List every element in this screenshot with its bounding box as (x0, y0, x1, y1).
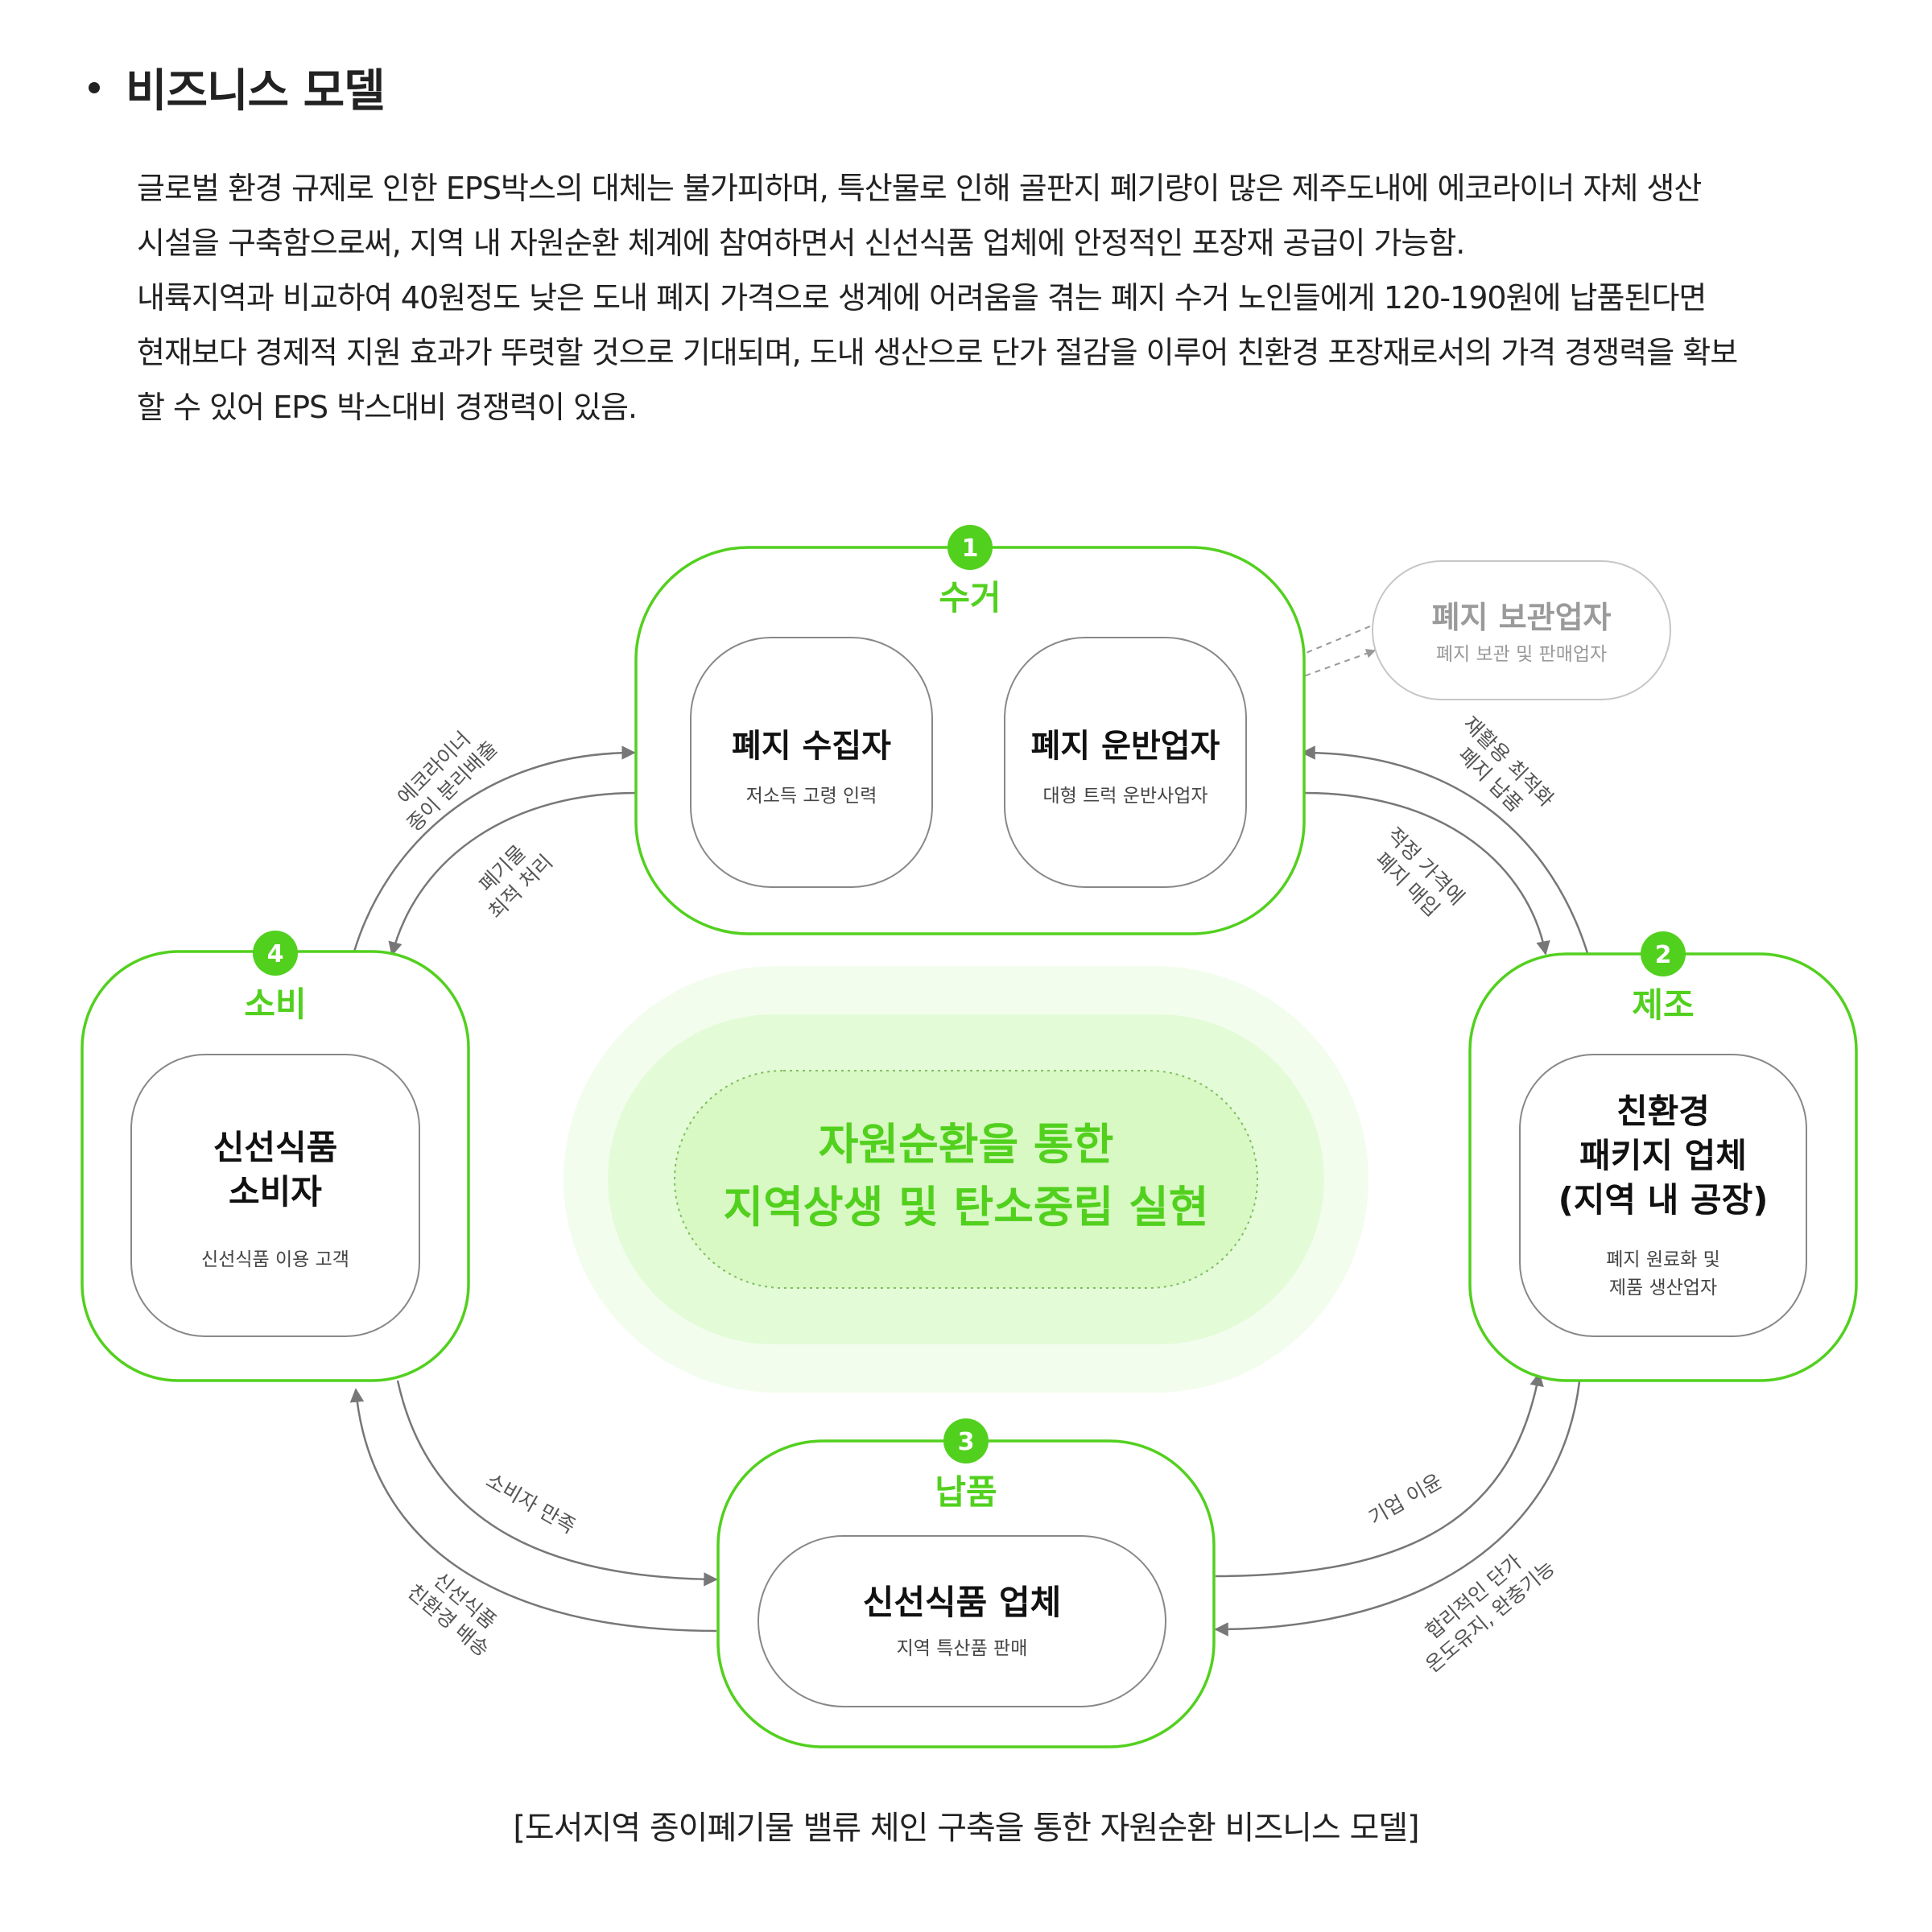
center-goal: 자원순환을 통한 지역상생 및 탄소중립 실현 (564, 966, 1368, 1393)
stage-number: 1 (962, 535, 979, 563)
paragraph-1: 글로벌 환경 규제로 인한 EPS박스의 대체는 불가피하며, 특산물로 인해 … (137, 161, 1860, 435)
storage-box: 폐지 보관업자 폐지 보관 및 판매업자 (1372, 560, 1671, 700)
section-title: 비즈니스 모델 (126, 65, 386, 118)
factory-desc-line: 폐지 원료화 및 (1606, 1249, 1720, 1270)
factory-title-line: 패키지 업체 (1579, 1136, 1747, 1175)
storage-desc: 폐지 보관 및 판매업자 (1436, 644, 1607, 665)
arrow-deliver-to-manufacture (1215, 1372, 1544, 1578)
paragraph-line: 할 수 있어 EPS 박스대비 경쟁력이 있음. (137, 390, 638, 425)
stage-title: 수거 (939, 578, 1001, 617)
paragraph-line: 시설을 구축함으로써, 지역 내 자원순환 체계에 참여하면서 신선식품 업체에… (137, 225, 1465, 261)
arrow-collect-to-consume (388, 791, 637, 956)
stage-number: 4 (267, 940, 284, 968)
stage-number-badge (253, 931, 298, 976)
factory-desc-line: 제품 생산업자 (1609, 1278, 1717, 1298)
arrow-manufacture-to-deliver (1214, 1381, 1581, 1637)
food-company-box (758, 1535, 1166, 1707)
carrier-title: 폐지 운반업자 (1031, 728, 1220, 765)
consumer-title-line: 신선식품 (213, 1128, 338, 1167)
stage-number-badge (947, 525, 993, 570)
stage-deliver: 3 납품 신선식품 업체 지역 특산품 판매 (716, 1418, 1216, 1748)
center-line-2: 지역상생 및 탄소중립 실현 (724, 1182, 1209, 1232)
arrow-collect-to-manufacture (1303, 791, 1550, 956)
consumer-title-line: 소비자 (229, 1172, 322, 1212)
storage-box-frame (1372, 560, 1671, 700)
arrow-consume-to-collect (353, 745, 636, 952)
arrow-consume-to-deliver (396, 1380, 718, 1587)
food-company-title: 신선식품 업체 (863, 1583, 1061, 1622)
collector-box (690, 637, 933, 888)
factory-title-line: 친환경 (1616, 1092, 1710, 1131)
center-core (674, 1070, 1258, 1289)
paragraph-line: 내륙지역과 비교하여 40원정도 낮은 도내 폐지 가격으로 생계에 어려움을 … (137, 280, 1707, 316)
figure-caption: [도서지역 종이폐기물 밸류 체인 구축을 통한 자원순환 비즈니스 모델] (513, 1810, 1419, 1847)
arrow-deliver-to-consume (349, 1388, 717, 1633)
carrier-box (1004, 637, 1247, 888)
consumer-desc: 신선식품 이용 고객 (201, 1249, 349, 1270)
stage-title: 제조 (1632, 985, 1694, 1025)
collector-title: 폐지 수집자 (732, 728, 891, 765)
stage-number-badge (943, 1418, 989, 1463)
paragraph-line: 현재보다 경제적 지원 효과가 뚜렷할 것으로 기대되며, 도내 생산으로 단가… (137, 335, 1738, 370)
collector-desc: 저소득 고령 인력 (746, 786, 877, 807)
stage-title: 납품 (935, 1472, 997, 1512)
stage-make: 2 제조 친환경 패키지 업체 (지역 내 공장) 폐지 원료화 및 제품 생산… (1468, 931, 1858, 1382)
factory-box (1519, 1054, 1807, 1337)
stage-consume: 4 소비 신선식품 소비자 신선식품 이용 고객 (80, 931, 470, 1382)
factory-title-line: (지역 내 공장) (1558, 1180, 1769, 1220)
arrow-manufacture-to-collect (1301, 745, 1589, 954)
stage-number-badge (1641, 931, 1686, 976)
flow-label: 기업 이윤 (1364, 1469, 1446, 1530)
bullet-icon (89, 81, 100, 93)
center-line-1: 자원순환을 통한 (819, 1119, 1114, 1170)
stage-number: 3 (958, 1428, 975, 1456)
consumer-box (130, 1054, 420, 1337)
food-company-desc: 지역 특산품 판매 (897, 1638, 1028, 1659)
stage-number: 2 (1655, 941, 1672, 969)
paragraph-line: 글로벌 환경 규제로 인한 EPS박스의 대체는 불가피하며, 특산물로 인해 … (137, 171, 1702, 206)
stage-collect: 1 수거 폐지 수집자 저소득 고령 인력 폐지 운반업자 대형 트럭 운반사업… (634, 525, 1306, 935)
carrier-desc: 대형 트럭 운반사업자 (1042, 786, 1208, 807)
section-heading: 비즈니스 모델 (89, 55, 386, 120)
flow-arrows (349, 732, 1589, 1637)
stage-title: 소비 (244, 985, 306, 1024)
storage-title: 폐지 보관업자 (1432, 600, 1612, 635)
